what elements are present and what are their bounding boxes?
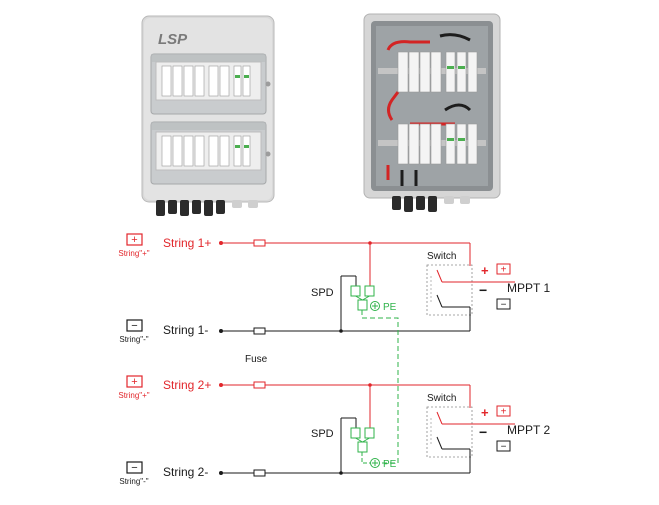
- legend-caption: String"-": [119, 477, 148, 486]
- circuit-2: Switch + + − MPPT 2 − SPD PE: [219, 381, 550, 477]
- svg-text:+: +: [501, 265, 507, 276]
- mppt-2-label: MPPT 2: [507, 423, 550, 437]
- lower-breakers: [397, 123, 478, 165]
- switch-contact-icon: [436, 411, 443, 425]
- fuse-icon: [253, 239, 266, 247]
- minus-box-icon: [126, 461, 143, 474]
- legend-positive-2: + String"+": [118, 375, 150, 400]
- svg-text:−: −: [501, 442, 507, 453]
- spd-module-icon: [350, 427, 375, 453]
- spd-module-icon: [350, 285, 375, 311]
- switch-box: [426, 406, 473, 458]
- switch-label: Switch: [427, 393, 456, 404]
- legend-caption: String"+": [118, 249, 149, 258]
- enclosure-closed: LSP: [141, 15, 275, 216]
- string-1-negative-label: String 1-: [163, 323, 208, 337]
- minus-box-icon: [126, 319, 143, 332]
- lower-window: [150, 121, 271, 185]
- svg-text:−: −: [479, 424, 487, 440]
- svg-text:−: −: [131, 320, 137, 332]
- upper-window: [150, 53, 271, 115]
- switch-contact-icon: [436, 294, 443, 308]
- string-2-negative-label: String 2-: [163, 465, 208, 479]
- legend-negative-2: − String"-": [119, 461, 149, 486]
- pe-label: PE: [383, 459, 397, 470]
- mppt-1-label: MPPT 1: [507, 281, 550, 295]
- cable-connectors: [156, 200, 258, 216]
- legend-negative-1: − String"-": [119, 319, 149, 344]
- fuse-icon: [253, 469, 266, 477]
- plus-box-icon: [496, 405, 511, 417]
- brand-logo: LSP: [158, 31, 188, 48]
- window-latch-icon: [265, 151, 271, 157]
- pe-label: PE: [383, 302, 397, 313]
- plus-box-icon: [126, 233, 143, 246]
- enclosure-open: [363, 13, 501, 212]
- svg-text:+: +: [501, 407, 507, 418]
- string-1-positive-label: String 1+: [163, 236, 211, 250]
- minus-box-icon: [496, 440, 511, 452]
- window-latch-icon: [265, 81, 271, 87]
- svg-text:−: −: [131, 462, 137, 474]
- legend-caption: String"+": [118, 391, 149, 400]
- fuse-icon: [253, 327, 266, 335]
- plus-box-icon: [496, 263, 511, 275]
- legend-caption: String"-": [119, 335, 148, 344]
- switch-box: [426, 264, 473, 316]
- plus-box-icon: [126, 375, 143, 388]
- svg-text:+: +: [131, 376, 137, 388]
- svg-text:+: +: [131, 234, 137, 246]
- spd-label: SPD: [311, 287, 334, 299]
- switch-contact-icon: [436, 436, 443, 450]
- circuit-1: Switch + + − MPPT 1 − SPD: [219, 239, 550, 464]
- svg-text:−: −: [501, 300, 507, 311]
- legend-positive-1: + String"+": [118, 233, 150, 258]
- switch-contact-icon: [436, 269, 443, 283]
- svg-text:−: −: [479, 282, 487, 298]
- switch-label: Switch: [427, 251, 456, 262]
- svg-text:+: +: [481, 263, 489, 278]
- fuse-label: Fuse: [245, 354, 268, 365]
- fuse-icon: [253, 381, 266, 389]
- string-2-positive-label: String 2+: [163, 378, 211, 392]
- svg-text:+: +: [481, 405, 489, 420]
- pe-conductor: [361, 310, 399, 464]
- cable-connectors: [392, 196, 470, 212]
- spd-label: SPD: [311, 428, 334, 440]
- minus-box-icon: [496, 298, 511, 310]
- upper-breakers: [397, 51, 478, 93]
